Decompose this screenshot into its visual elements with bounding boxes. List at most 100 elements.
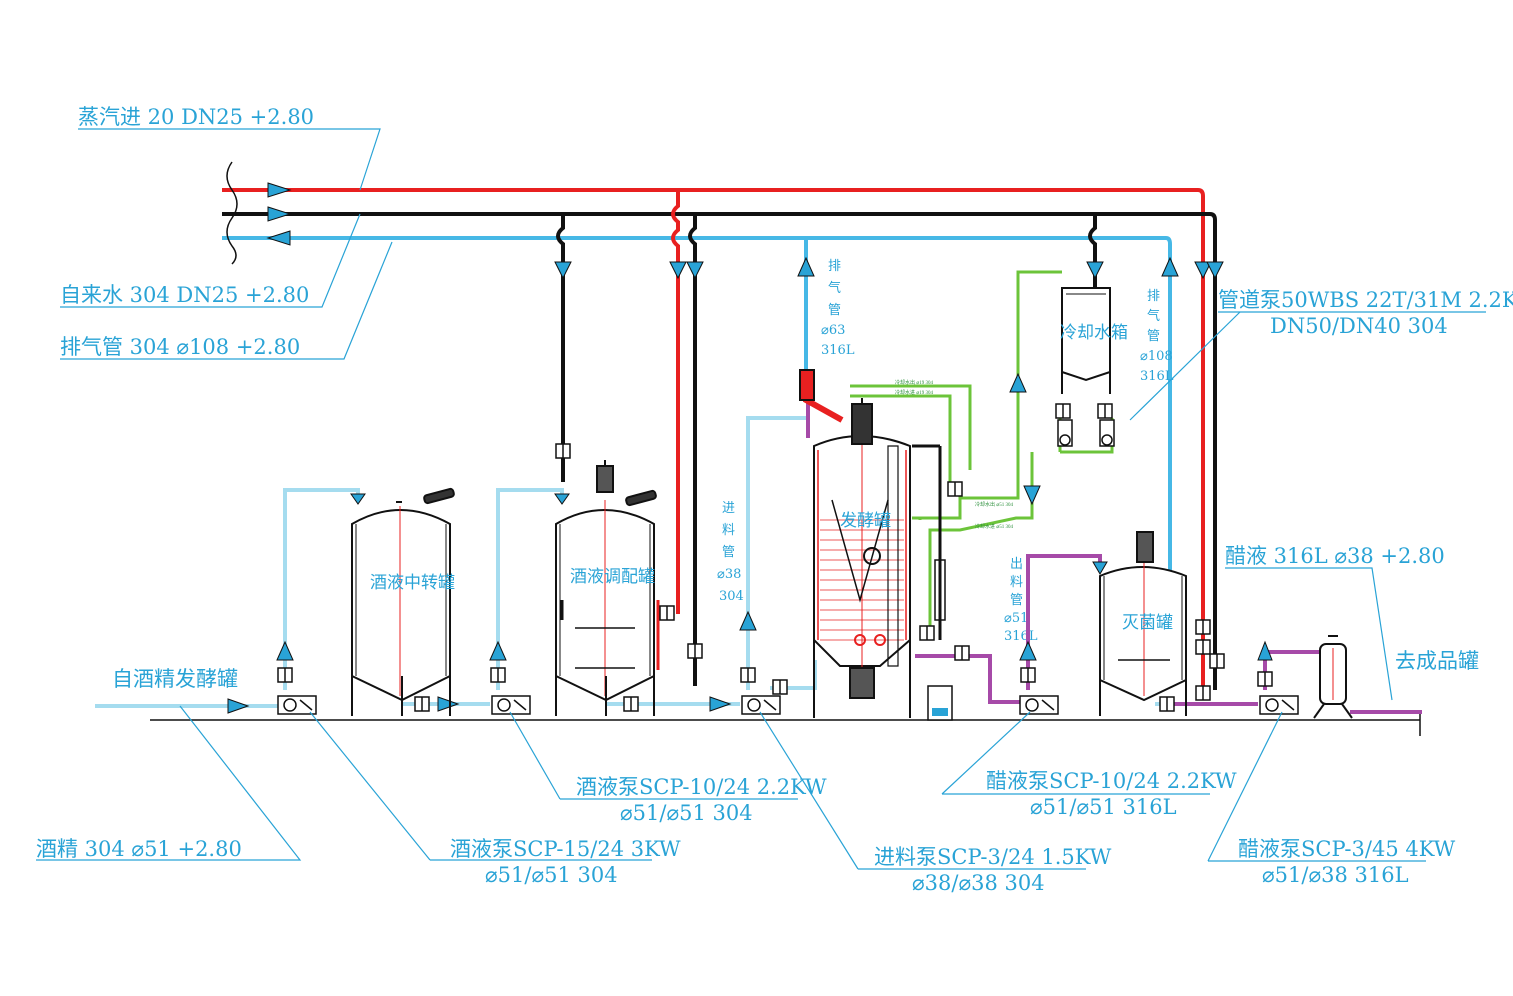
sterilizing-tank-label: 灭菌罐: [1122, 613, 1173, 633]
filter-housing: [1313, 635, 1353, 719]
blending-tank: [555, 460, 660, 716]
valve-icon: [1195, 619, 1211, 635]
tiny-note: 冷却水出 ⌀51 304: [975, 501, 1014, 508]
blending-tank-label: 酒液调配罐: [570, 567, 655, 587]
svg-text:316L: 316L: [1004, 629, 1038, 644]
flow-arrow-icon: [554, 493, 570, 505]
pump1-label: 酒液泵SCP-15/24 3KW ⌀51/⌀51 304: [309, 711, 681, 887]
transfer-tank-label: 酒液中转罐: [370, 573, 455, 593]
flow-arrow-icon: [276, 640, 294, 661]
valve-icon: [687, 643, 703, 659]
water-header: [222, 212, 1217, 262]
header-pipes: [222, 161, 1217, 265]
flow-arrow-icon: [739, 610, 757, 631]
svg-text:⌀38: ⌀38: [717, 567, 741, 582]
steam-header: [222, 188, 1205, 262]
valve-icon: [414, 696, 430, 712]
valve-icon: [919, 625, 935, 641]
break-mark: [226, 161, 238, 265]
flow-arrow-icon: [267, 206, 292, 222]
valve-icon: [1097, 403, 1113, 419]
vinegar-line-label: 醋液 316L ⌀38 +2.80: [1225, 544, 1445, 701]
svg-text:料: 料: [722, 523, 735, 538]
valve-icon: [623, 696, 639, 712]
vent-pipe-1-label: 排 气 管 ⌀63 316L: [821, 259, 855, 358]
svg-text:排: 排: [828, 259, 841, 274]
svg-text:⌀51/⌀38 316L: ⌀51/⌀38 316L: [1262, 863, 1409, 887]
flow-arrow-icon: [1194, 261, 1212, 280]
svg-text:管: 管: [1147, 329, 1160, 344]
flow-arrow-icon: [1206, 261, 1224, 280]
flow-arrow-icon: [709, 696, 732, 712]
flow-arrow-icon: [686, 261, 704, 280]
pump-icon: [277, 695, 317, 715]
flow-arrow-icon: [797, 256, 815, 277]
flow-arrow-icon: [554, 261, 572, 280]
feed-pipe-label: 进 料 管 ⌀38 304: [717, 501, 744, 604]
valve-icon: [1195, 639, 1211, 655]
valves: [277, 403, 1273, 712]
pipeline-pump-icon: [1099, 419, 1115, 447]
header-drops: [554, 190, 1224, 700]
fermenter-tank-label: 发酵罐: [840, 511, 891, 531]
svg-text:气: 气: [828, 280, 841, 296]
to-product-label: 去成品罐: [1395, 649, 1479, 673]
water-label: 自来水 304 DN25 +2.80: [60, 283, 309, 307]
exhaust-label: 排气管 304 ⌀108 +2.80: [60, 335, 300, 359]
svg-text:排: 排: [1147, 289, 1160, 304]
pump-icon: [1019, 695, 1059, 715]
svg-text:酒液泵SCP-10/24 2.2KW: 酒液泵SCP-10/24 2.2KW: [576, 775, 827, 799]
svg-text:⌀51/⌀51 316L: ⌀51/⌀51 316L: [1030, 795, 1177, 819]
svg-text:料: 料: [1010, 575, 1023, 590]
pump-icon: [491, 695, 531, 715]
valve-icon: [1055, 403, 1071, 419]
svg-text:醋液 316L ⌀38 +2.80: 醋液 316L ⌀38 +2.80: [1225, 544, 1445, 568]
svg-text:气: 气: [1147, 308, 1160, 324]
svg-text:316L: 316L: [1140, 369, 1174, 384]
from-fermenter-label: 自酒精发酵罐: [112, 667, 238, 691]
pump-icon: [741, 695, 781, 715]
flow-arrow-icon: [266, 230, 291, 246]
flow-arrow-icon: [1086, 261, 1104, 280]
flow-arrow-icon: [669, 261, 687, 280]
svg-text:进: 进: [722, 501, 735, 516]
flow-arrow-icon: [350, 493, 366, 505]
svg-text:⌀51: ⌀51: [1004, 611, 1028, 626]
svg-text:DN50/DN40 304: DN50/DN40 304: [1270, 314, 1448, 338]
steam-label: 蒸汽进 20 DN25 +2.80: [78, 105, 314, 129]
header-labels: 蒸汽进 20 DN25 +2.80 自来水 304 DN25 +2.80 排气管…: [60, 105, 393, 360]
cooling-water-tank: [1061, 287, 1111, 394]
valve-icon: [1159, 696, 1175, 712]
svg-text:管: 管: [1010, 593, 1023, 608]
flow-arrow-icon: [1023, 485, 1041, 506]
valve-icon: [1209, 653, 1225, 669]
sterilizing-tank: [1099, 531, 1187, 716]
flow-arrow-icon: [1257, 640, 1273, 661]
svg-text:316L: 316L: [821, 343, 855, 358]
tiny-note: 冷却水进 ⌀51 304: [975, 523, 1014, 530]
cooling-piping: [850, 270, 1114, 640]
valve-icon: [490, 667, 506, 683]
valve-icon: [947, 481, 963, 497]
tiny-note: 冷却水进 ⌀19 304: [895, 389, 934, 396]
exhaust-header: [222, 236, 1172, 262]
valve-icon: [1020, 667, 1036, 683]
svg-text:304: 304: [719, 589, 744, 604]
leader-line: [60, 241, 393, 360]
flow-arrow-icon: [267, 182, 292, 198]
svg-text:⌀63: ⌀63: [821, 323, 845, 338]
svg-text:管道泵50WBS 22T/31M 2.2KW: 管道泵50WBS 22T/31M 2.2KW: [1218, 288, 1513, 312]
alcohol-label: 酒精 304 ⌀51 +2.80: [36, 705, 302, 861]
valve-icon: [740, 667, 756, 683]
flow-arrow-icon: [1092, 561, 1108, 575]
svg-text:出: 出: [1010, 557, 1023, 572]
transfer-tank: [351, 487, 455, 716]
leader-line: [78, 128, 381, 191]
svg-text:醋液泵SCP-10/24 2.2KW: 醋液泵SCP-10/24 2.2KW: [986, 769, 1237, 793]
svg-text:酒液泵SCP-15/24 3KW: 酒液泵SCP-15/24 3KW: [450, 837, 681, 861]
sight-glass: [927, 559, 953, 721]
valve-icon: [1195, 685, 1211, 701]
out-pipe-label: 出 料 管 ⌀51 316L: [1004, 557, 1038, 644]
